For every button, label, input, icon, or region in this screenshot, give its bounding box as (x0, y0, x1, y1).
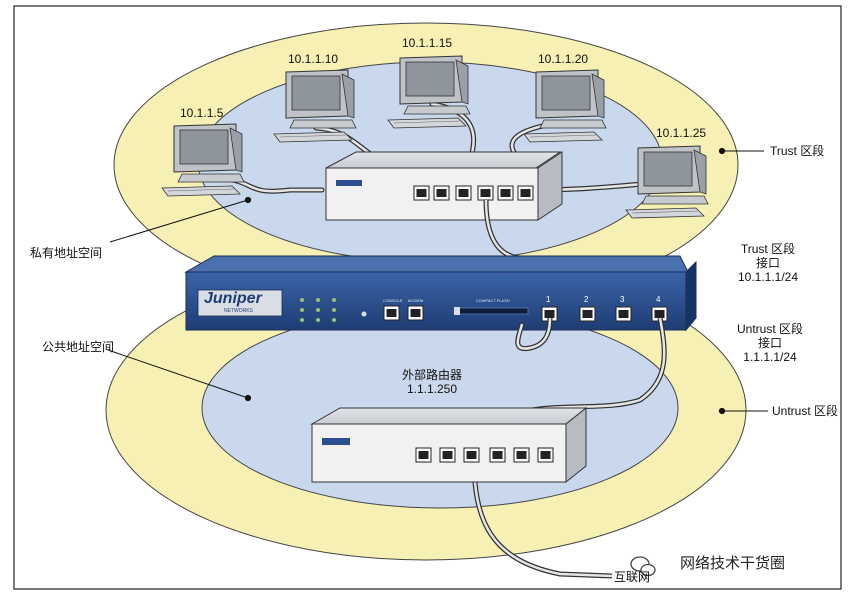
trust-zone-label: Trust 区段 (770, 144, 825, 158)
frame-border (13, 5, 842, 590)
untrust-interface-ip: 1.1.1.1/24 (743, 350, 797, 364)
untrust-interface-word: 接口 (757, 336, 782, 350)
external-router-device (310, 406, 588, 484)
host-ip-label: 10.1.1.15 (402, 36, 453, 50)
console-port-label: CONSOLE (383, 298, 403, 303)
compact-flash-label: COMPACT FLASH (476, 298, 510, 303)
host-ip-label: 10.1.1.20 (538, 52, 589, 66)
port-number: 2 (584, 295, 589, 304)
port-number: 1 (546, 295, 551, 304)
juniper-logo-sub: NETWORKS (224, 308, 253, 314)
untrust-interface-zone: Untrust 区段 (736, 322, 803, 336)
wechat-icon (630, 556, 656, 577)
trust-interface-zone: Trust 区段 (740, 242, 796, 256)
external-router-name: 外部路由器 (401, 368, 462, 382)
public-space-label: 公共地址空间 (42, 340, 115, 354)
modem-port-label: MODEM (408, 298, 424, 303)
untrust-zone-label: Untrust 区段 (772, 404, 839, 418)
external-router-label: 外部路由器 1.1.1.250 (392, 368, 472, 396)
private-space-label: 私有地址空间 (30, 246, 103, 260)
port-number: 4 (656, 295, 661, 304)
host-ip-label: 10.1.1.25 (656, 126, 707, 140)
firewall-device (184, 255, 697, 332)
trust-interface-word: 接口 (755, 256, 780, 270)
internet-label: 互联网 (614, 570, 651, 584)
watermark-text: 网络技术干货圈 (680, 555, 786, 572)
port-number: 3 (620, 295, 625, 304)
external-router-ip: 1.1.1.250 (406, 382, 458, 396)
host-ip-label: 10.1.1.10 (288, 52, 339, 66)
trust-interface-ip: 10.1.1.1/24 (737, 270, 799, 284)
trust-switch (325, 151, 563, 221)
host-ip-label: 10.1.1.5 (180, 106, 224, 120)
trust-interface-label: Trust 区段 接口 10.1.1.1/24 (724, 242, 812, 284)
untrust-interface-label: Untrust 区段 接口 1.1.1.1/24 (722, 322, 818, 364)
juniper-logo-text: Juniper (204, 290, 262, 307)
